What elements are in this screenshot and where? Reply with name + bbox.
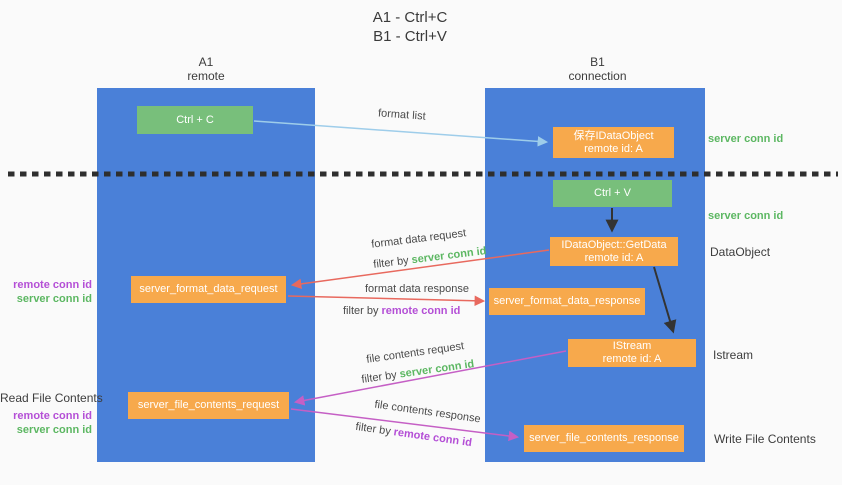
node-server-format-data-request: server_format_data_request (131, 276, 286, 303)
right-label-write-file-contents: Write File Contents (714, 432, 816, 446)
title-line-b1: B1 - Ctrl+V (373, 28, 447, 45)
arrow-label-filter-request-1: filter by server conn id (373, 245, 487, 271)
node-server-format-data-response: server_format_data_response (489, 288, 645, 315)
ctrl-v-label: Ctrl + V (594, 187, 631, 199)
file-request-label: server_file_contents_request (137, 399, 280, 411)
format-response-label: server_format_data_response (493, 295, 641, 307)
arrow-format-data-response (287, 295, 486, 307)
column-b1-role: connection (568, 69, 627, 83)
filter-value-remote-conn-id: remote conn id (381, 305, 461, 317)
filter-value-server-conn-id: server conn id (398, 358, 476, 381)
left-label-server-conn-id-1: server conn id (16, 293, 92, 305)
format-request-label: server_format_data_request (139, 283, 278, 295)
istream-line2: remote id: A (602, 353, 662, 365)
filter-by-text: filter by (343, 305, 382, 317)
node-istream: IStream remote id: A (568, 339, 696, 367)
arrow-label-format-data-request: format data request (370, 227, 467, 251)
column-a1-role: remote (187, 69, 225, 83)
arrow-label-file-contents-response: file contents response (373, 398, 482, 426)
column-a1-name: A1 (198, 55, 214, 69)
diagram-title: A1 - Ctrl+C B1 - Ctrl+V (280, 8, 540, 46)
save-idataobject-line2: remote id: A (584, 142, 643, 155)
filter-by-text: filter by (372, 254, 413, 271)
getdata-line2: remote id: A (584, 251, 644, 264)
ctrl-c-label: Ctrl + C (176, 113, 214, 126)
arrow-label-filter-response-1: filter by remote conn id (343, 305, 460, 317)
left-label-read-file-contents: Read File Contents (0, 391, 103, 405)
title-line-a1: A1 - Ctrl+C (372, 9, 448, 26)
filter-value-remote-conn-id: remote conn id (392, 426, 473, 450)
arrow-label-format-list: format list (377, 107, 427, 123)
arrow-label-filter-response-2: filter by remote conn id (355, 421, 473, 449)
right-label-server-conn-id-1: server conn id (708, 133, 784, 145)
save-idataobject-line1: 保存IDataObject (573, 129, 654, 142)
node-server-file-contents-request: server_file_contents_request (128, 392, 289, 419)
node-save-idataobject: 保存IDataObject remote id: A (553, 127, 674, 158)
right-label-server-conn-id-2: server conn id (708, 210, 784, 222)
column-header-a1: A1 remote (97, 55, 315, 83)
node-ctrl-v: Ctrl + V (553, 180, 672, 207)
right-label-istream: Istream (713, 348, 754, 362)
istream-line1: IStream (612, 340, 652, 352)
node-ctrl-c: Ctrl + C (137, 106, 253, 134)
right-label-dataobject: DataObject (710, 245, 771, 259)
getdata-line1: IDataObject::GetData (561, 238, 667, 251)
node-idataobject-getdata: IDataObject::GetData remote id: A (550, 237, 678, 266)
left-label-remote-conn-id-2: remote conn id (13, 410, 92, 422)
column-header-b1: B1 connection (485, 55, 710, 83)
filter-by-text: filter by (360, 368, 401, 386)
left-label-remote-conn-id-1: remote conn id (13, 279, 92, 291)
arrow-label-format-data-response: format data response (365, 283, 469, 295)
node-server-file-contents-response: server_file_contents_response (524, 425, 684, 452)
left-label-server-conn-id-2: server conn id (16, 424, 92, 436)
column-b1-name: B1 (590, 55, 605, 69)
filter-by-text: filter by (354, 420, 395, 439)
filter-value-server-conn-id: server conn id (410, 245, 488, 267)
file-response-label: server_file_contents_response (529, 432, 679, 444)
